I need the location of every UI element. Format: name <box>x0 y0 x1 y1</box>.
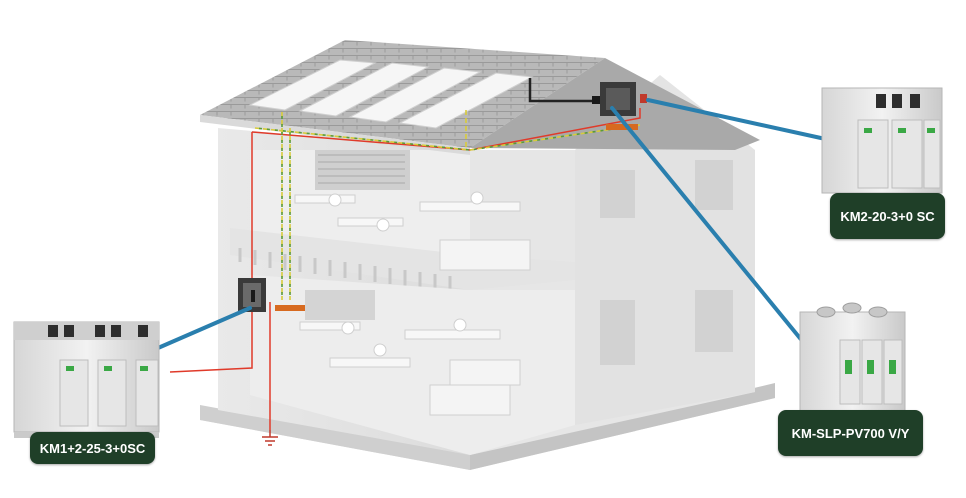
surge-protector-icon <box>821 87 943 194</box>
distribution-box-icon <box>238 278 305 312</box>
connector-pv <box>610 106 810 350</box>
roof <box>200 40 760 155</box>
connector-km1 <box>156 306 252 350</box>
surge-protector-icon <box>799 302 906 413</box>
solar-panel-icon <box>248 59 534 129</box>
lower-floor <box>250 275 575 455</box>
label-km2: KM2-20-3+0 SC <box>830 193 945 239</box>
label-km1: KM1+2-25-3+0SC <box>30 432 155 464</box>
surge-protector-icon <box>13 321 160 438</box>
wiring <box>169 78 641 430</box>
ground-symbol-icon <box>262 430 278 446</box>
connector-km2 <box>646 98 832 142</box>
connector-lines <box>156 98 832 350</box>
label-pv: KM-SLP-PV700 V/Y <box>778 410 923 456</box>
upper-floor <box>230 150 575 292</box>
inverter-box-icon <box>592 82 647 130</box>
